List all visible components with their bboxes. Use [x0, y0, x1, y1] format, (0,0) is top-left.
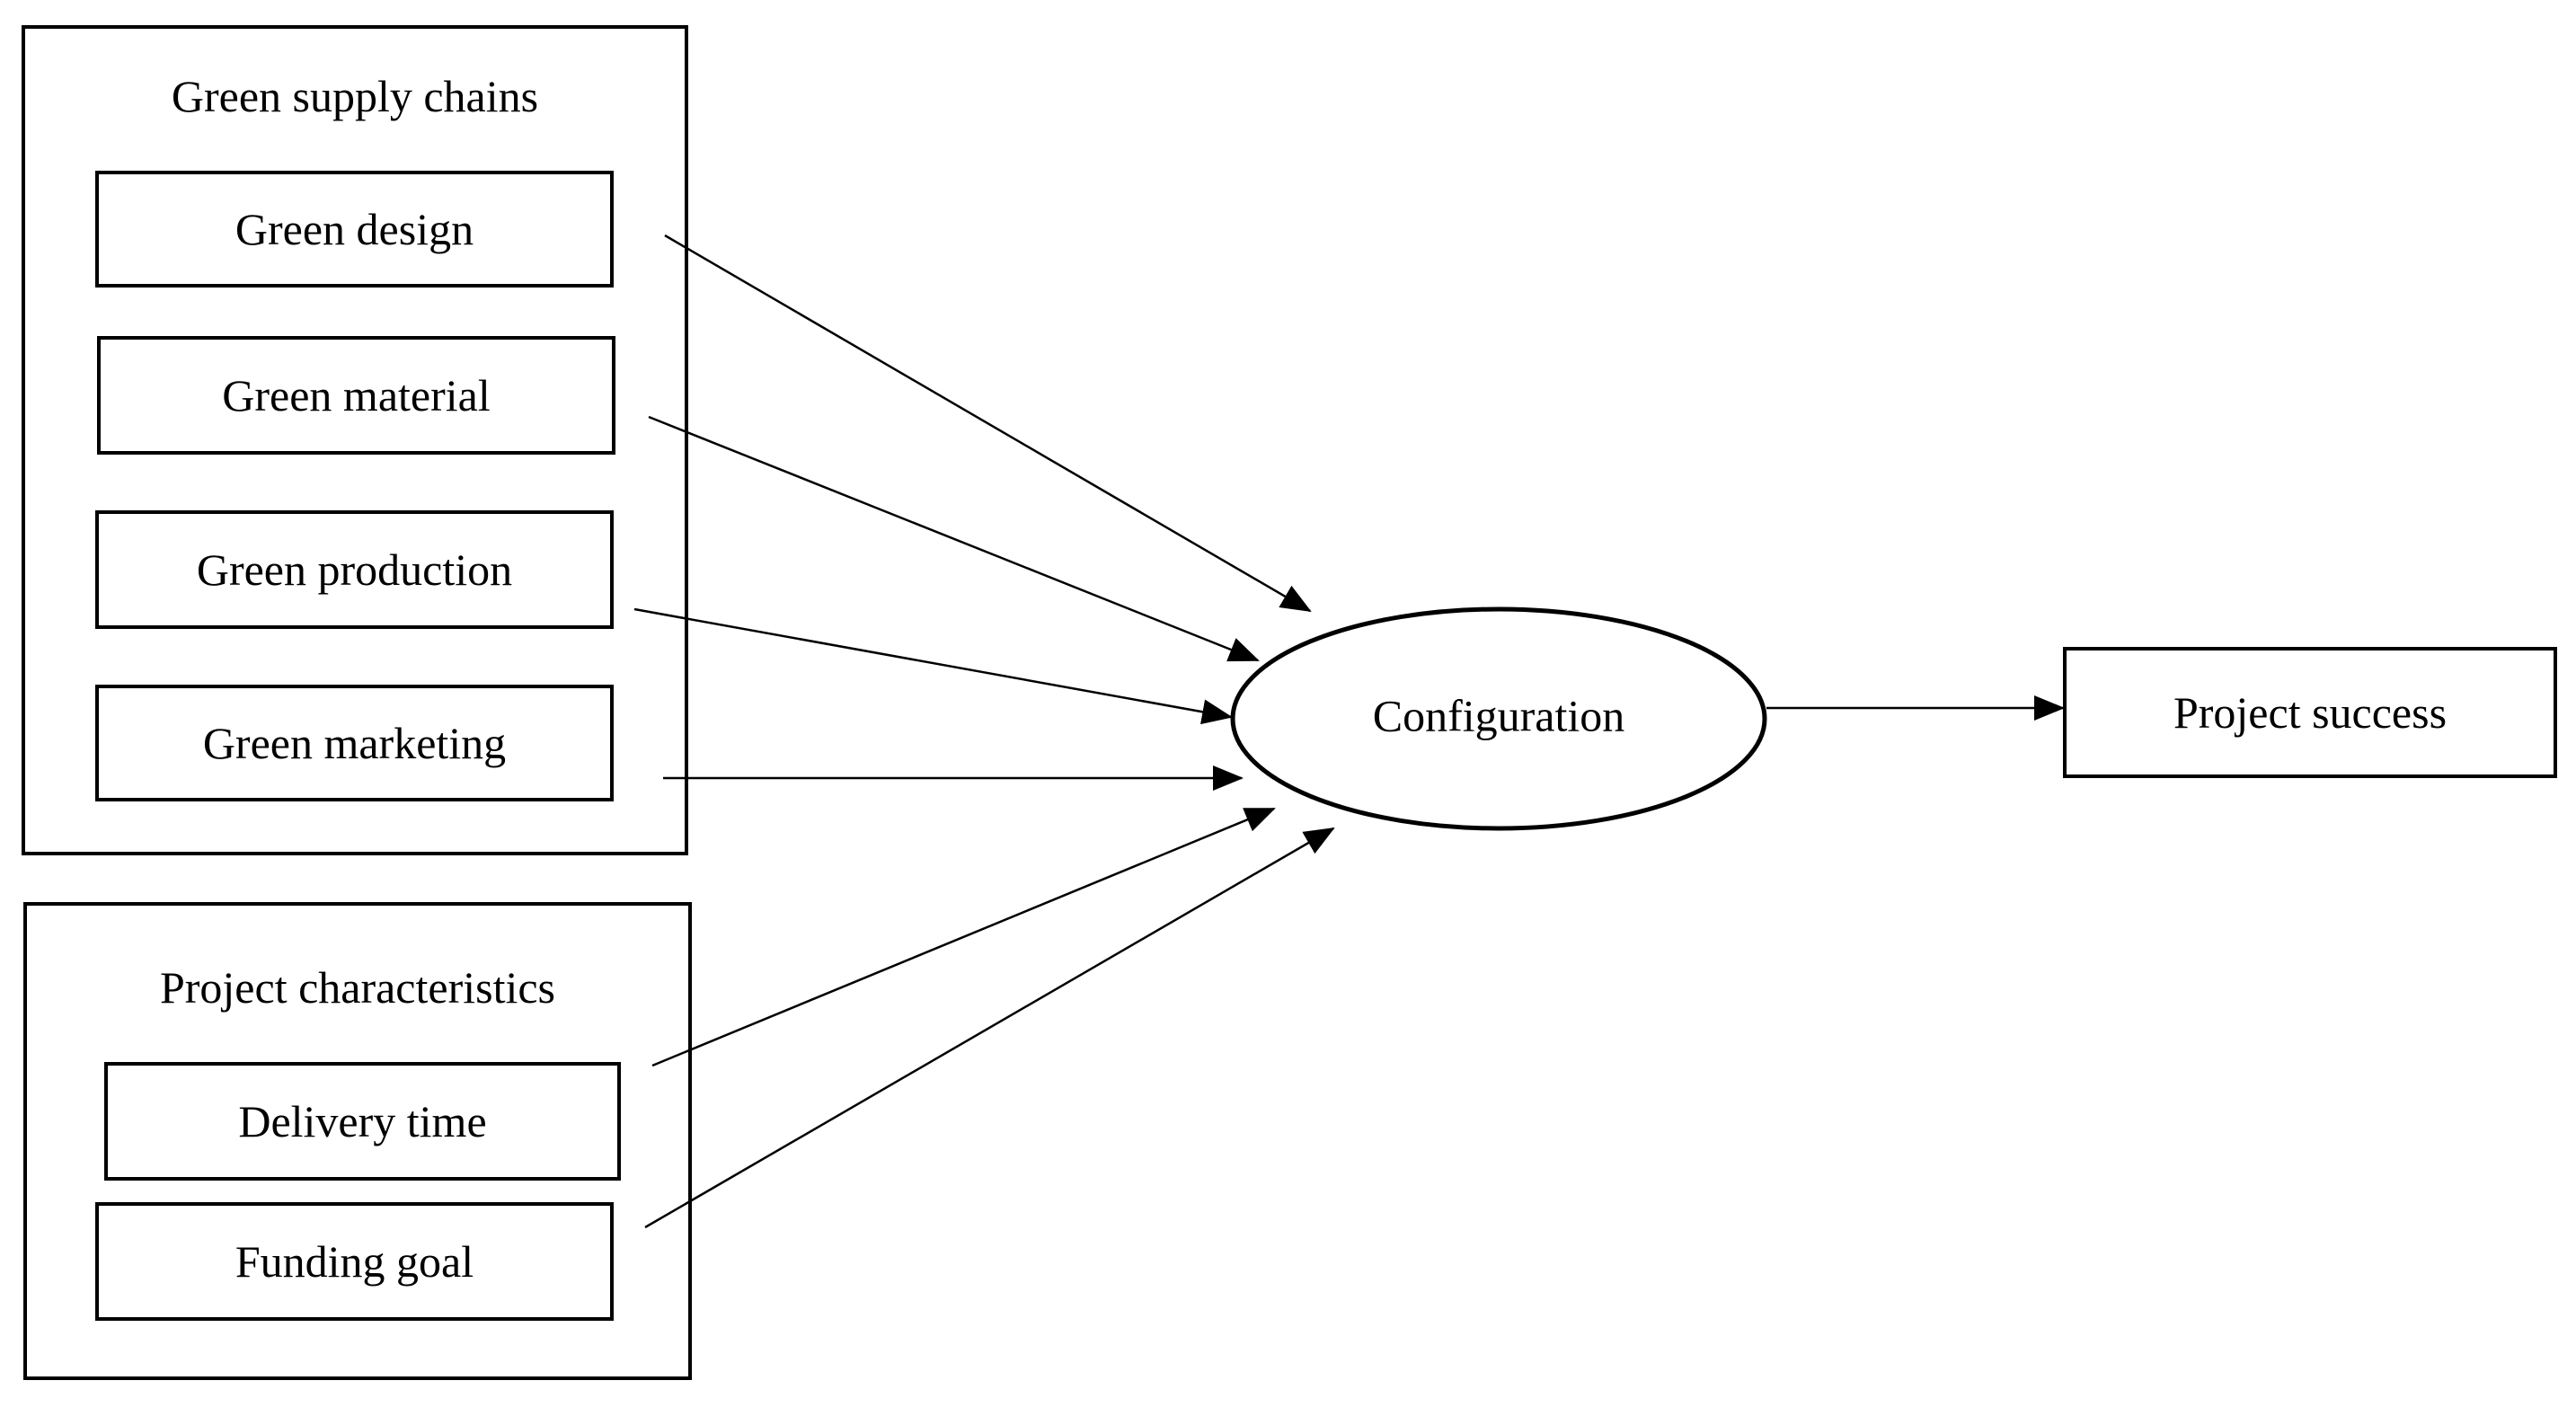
- arrow-delivery-time-to-configuration: [651, 807, 1276, 1067]
- node-delivery-time-label: Delivery time: [238, 1096, 487, 1146]
- node-green-production-label: Green production: [196, 544, 513, 595]
- node-green-marketing-label: Green marketing: [202, 718, 507, 768]
- node-funding-goal-label: Funding goal: [235, 1236, 474, 1287]
- node-green-material: Green material: [97, 336, 615, 455]
- node-green-design-label: Green design: [235, 204, 474, 254]
- node-funding-goal: Funding goal: [95, 1202, 614, 1321]
- node-delivery-time: Delivery time: [104, 1062, 621, 1181]
- node-green-production: Green production: [95, 510, 614, 629]
- node-green-design: Green design: [95, 171, 614, 288]
- arrow-green-production-to-configuration: [633, 607, 1233, 725]
- configuration-label: Configuration: [1373, 690, 1625, 740]
- node-green-material-label: Green material: [222, 370, 491, 420]
- group-title-green-supply-chains: Green supply chains: [171, 71, 539, 121]
- node-green-marketing: Green marketing: [95, 685, 614, 801]
- arrow-funding-goal-to-configuration: [644, 827, 1335, 1229]
- arrow-green-material-to-configuration: [648, 415, 1260, 662]
- configuration-ellipse: [1230, 606, 1767, 831]
- node-project-success-label: Project success: [2173, 687, 2448, 738]
- group-title-project-characteristics: Project characteristics: [159, 962, 556, 1013]
- arrow-green-design-to-configuration: [664, 234, 1312, 613]
- node-project-success: Project success: [2063, 647, 2557, 778]
